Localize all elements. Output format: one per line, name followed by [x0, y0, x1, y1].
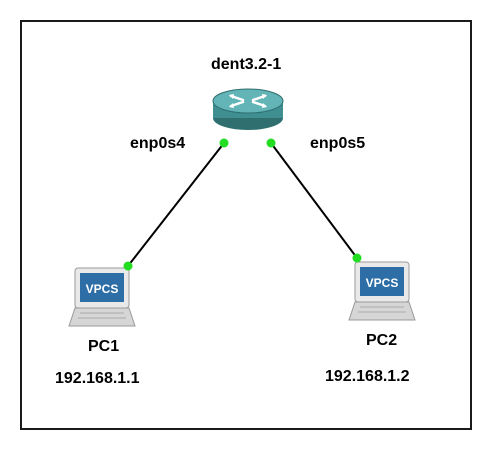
pc1-computer-icon[interactable]: [68, 267, 136, 327]
status-dot-router-enp0s5: [266, 138, 276, 148]
topology-canvas: [20, 20, 472, 430]
status-dot-pc2: [352, 253, 362, 263]
port-label-enp0s4: enp0s4: [130, 135, 186, 152]
pc1-ip-label: 192.168.1.1: [55, 370, 140, 387]
pc2-name-label: PC2: [366, 332, 398, 349]
port-label-enp0s5: enp0s5: [310, 135, 366, 152]
status-dot-router-enp0s4: [219, 138, 229, 148]
status-dot-pc1: [123, 261, 133, 271]
router-icon[interactable]: [212, 88, 284, 130]
pc2-ip-label: 192.168.1.2: [325, 368, 410, 385]
link-router-pc1[interactable]: [127, 142, 225, 267]
pc2-computer-icon[interactable]: [348, 261, 416, 321]
pc1-badge: VPCS: [86, 282, 119, 296]
router-name-label: dent3.2-1: [211, 56, 282, 73]
pc1-name-label: PC1: [88, 338, 120, 355]
pc2-badge: VPCS: [366, 276, 399, 290]
link-router-pc2[interactable]: [270, 142, 358, 259]
